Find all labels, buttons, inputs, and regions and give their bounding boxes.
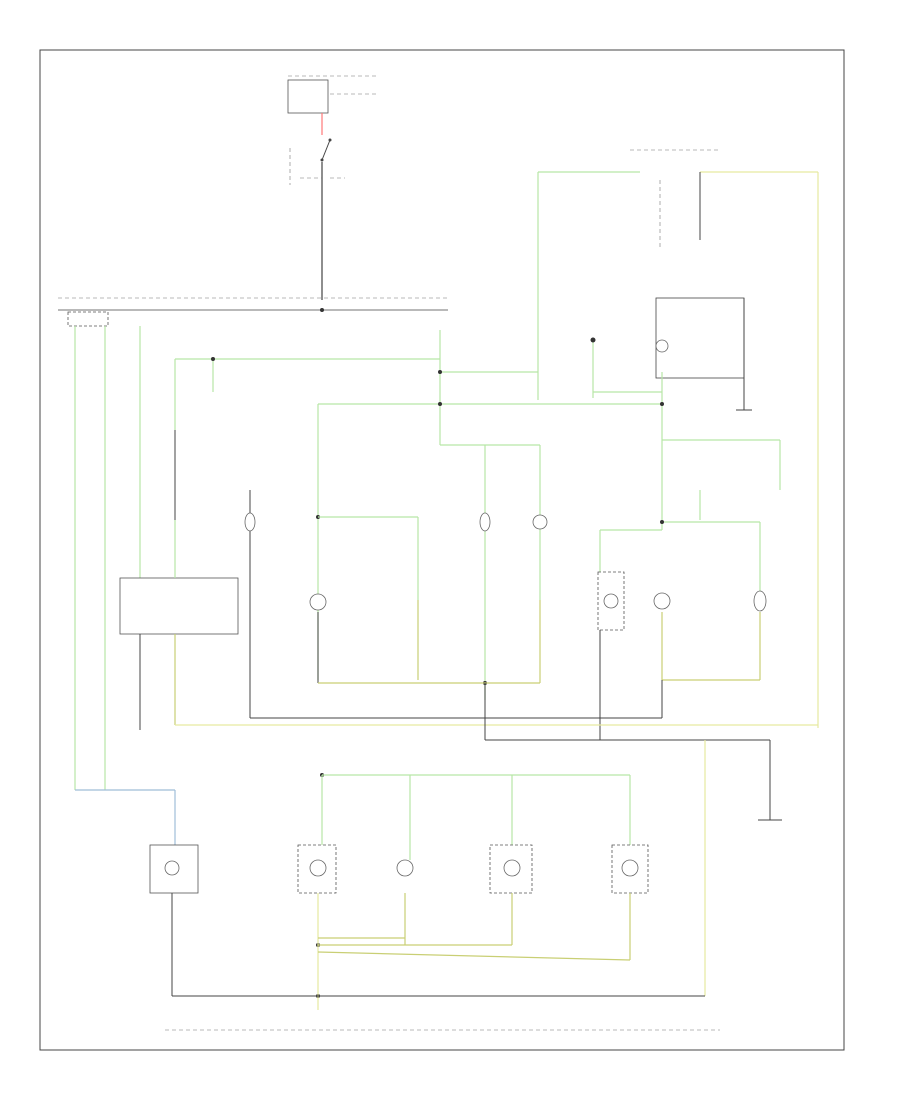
splice-dots (211, 357, 664, 998)
lamp-row-right (597, 571, 767, 740)
top-right-switch (537, 149, 819, 728)
top-center-module (590, 337, 596, 398)
splice-point (320, 308, 324, 312)
lamp-row-bottom (149, 844, 649, 894)
ignition-switch (289, 113, 345, 300)
lamp-row-middle (244, 490, 548, 718)
left-fuses (67, 311, 141, 790)
right-indicator-box (655, 297, 752, 411)
diagram-frame (39, 49, 845, 1051)
dimmer-module (119, 430, 239, 730)
fuse-relay-box (287, 75, 378, 114)
